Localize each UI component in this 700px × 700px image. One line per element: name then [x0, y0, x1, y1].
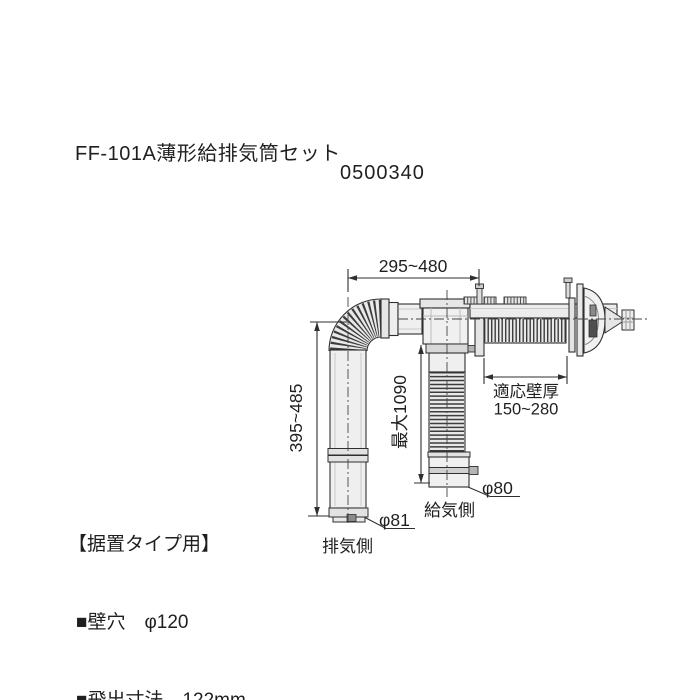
exhaust-side-label: 排気側: [322, 537, 373, 556]
terminal-outlet: [604, 306, 635, 334]
product-title: FF-101A薄形給排気筒セット: [75, 143, 341, 165]
wall-thickness-value: 150~280: [494, 401, 559, 419]
spec-heading: 【据置タイプ用】: [68, 534, 221, 555]
exhaust-flex-elbow: [328, 298, 383, 353]
spec-item-wall-hole: ■壁穴 φ120: [76, 612, 189, 633]
centerlines: [347, 290, 648, 524]
dimension-left-height: [308, 321, 347, 517]
wall-plates: [568, 283, 584, 357]
intake-side-label: 給気側: [424, 501, 475, 520]
mount-pin-inner: [475, 283, 484, 305]
intake-end-collar: [427, 451, 479, 488]
dim-max-height-label: 最大1090: [390, 375, 410, 449]
tee-fitting: [419, 298, 477, 354]
dim-top-width-label: 295~480: [379, 256, 448, 276]
dimension-top-width: [347, 269, 480, 292]
spec-item-protrusion: ■飛出寸法 122mm: [76, 688, 246, 700]
dimension-wall-thickness: [483, 356, 568, 384]
product-code: 0500340: [340, 162, 425, 184]
wall-thickness-label: 適応壁厚: [493, 382, 559, 401]
mount-pin-outer: [563, 277, 573, 299]
wall-sleeve: [474, 317, 567, 357]
intake-diameter-label: φ80: [482, 478, 513, 498]
exhaust-diameter-label: φ81: [379, 510, 410, 530]
leader-intake-diameter: [467, 486, 520, 498]
dim-left-height-label: 395~485: [286, 384, 306, 453]
terminal-cowl: [583, 287, 606, 354]
spec-block: 【据置タイプ用】 ■壁穴 φ120 ■飛出寸法 122mm: [68, 480, 246, 700]
dimension-max-height: [414, 345, 430, 484]
leader-exhaust-diameter: [363, 516, 415, 530]
elbow-connector-rings: [380, 298, 423, 339]
